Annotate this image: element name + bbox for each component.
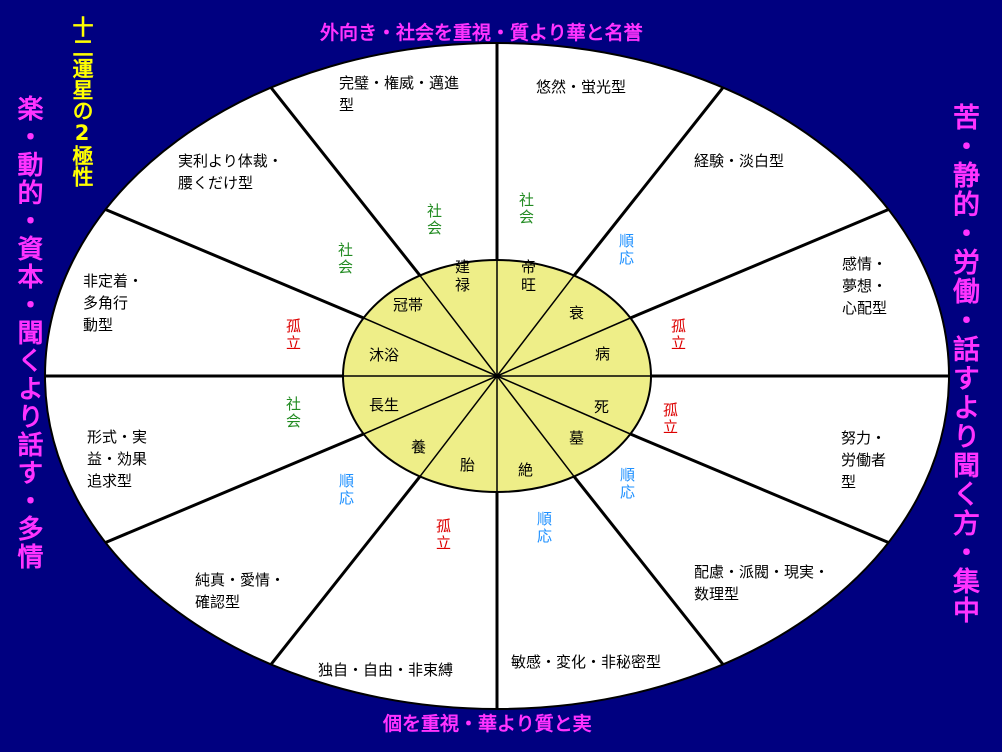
inner-spoke [363, 375, 498, 435]
inner-star-shi: 死 [594, 398, 610, 416]
inner-star-bo: 墓 [569, 429, 585, 447]
outer-spoke [629, 432, 890, 544]
outer-spoke [269, 86, 422, 277]
left-heading: 楽・動的・資本・聞くより話す・多情 [13, 95, 43, 571]
relation-label-5: 孤立 [661, 402, 679, 436]
inner-spoke [496, 317, 631, 377]
relation-label-7: 順応 [535, 511, 553, 545]
relation-label-4: 孤立 [669, 318, 687, 352]
relation-label-3: 順応 [617, 233, 635, 267]
outer-label-12: 実利より体裁・ 腰くだけ型 [178, 152, 283, 192]
inner-spoke [363, 317, 498, 377]
inner-star-tai: 胎 [460, 456, 476, 474]
relation-label-11: 孤立 [284, 318, 302, 352]
outer-spoke [104, 432, 365, 544]
outer-label-6: 配慮・派閥・現実・ 数理型 [694, 563, 830, 603]
inner-star-kenroku: 建禄 [453, 259, 471, 295]
inner-star-chousei: 長生 [369, 396, 400, 414]
outer-label-11: 非定着・ 多角行 動型 [83, 272, 144, 334]
relation-label-12: 社会 [336, 242, 354, 276]
outer-label-8: 独自・自由・非束縛 [318, 661, 454, 679]
inner-spoke [496, 275, 575, 377]
inner-star-you: 養 [411, 438, 427, 456]
relation-label-10: 社会 [284, 396, 302, 430]
outer-label-7: 敏感・変化・非秘密型 [511, 653, 662, 671]
relation-label-9: 順応 [337, 473, 355, 507]
relation-label-1: 社会 [425, 203, 443, 237]
inner-star-zetsu: 絶 [518, 461, 534, 479]
outer-spoke [572, 86, 725, 277]
outer-label-1: 完璧・権威・邁進 型 [339, 74, 460, 114]
relation-label-2: 社会 [517, 192, 535, 226]
relation-label-8: 孤立 [434, 518, 452, 552]
inner-spoke [496, 375, 575, 477]
inner-star-teiou: 帝旺 [519, 259, 537, 295]
spokes [45, 43, 949, 709]
inner-star-mokuyoku: 沐浴 [369, 346, 400, 364]
inner-spokes [343, 260, 651, 492]
inner-star-kantai: 冠帯 [393, 296, 424, 314]
top-heading: 外向き・社会を重視・質より華と名誉 [320, 22, 643, 44]
inner-spoke [419, 375, 498, 477]
outer-label-9: 純真・愛情・ 確認型 [195, 571, 286, 611]
inner-spoke [419, 275, 498, 377]
inner-star-sui: 衰 [569, 304, 585, 322]
right-heading: 苦・静的・労働・話すより聞く方・集中 [948, 103, 979, 625]
inner-spoke [496, 375, 631, 435]
outer-label-5: 努力・ 労働者 型 [841, 429, 887, 491]
relation-label-6: 順応 [618, 467, 636, 501]
diagram-title: 十二運星の2極性 [70, 16, 94, 187]
outer-spoke [572, 475, 725, 666]
outer-label-10: 形式・実 益・効果 追求型 [87, 428, 148, 490]
outer-label-2: 悠然・蛍光型 [536, 78, 627, 96]
inner-star-byou: 病 [595, 345, 611, 363]
outer-spoke [269, 475, 422, 666]
outer-spoke [104, 208, 365, 320]
outer-label-3: 経験・淡白型 [694, 152, 785, 170]
bottom-heading: 個を重視・華より質と実 [383, 713, 592, 735]
outer-label-4: 感情・ 夢想・ 心配型 [842, 255, 888, 317]
outer-spoke [629, 208, 890, 320]
